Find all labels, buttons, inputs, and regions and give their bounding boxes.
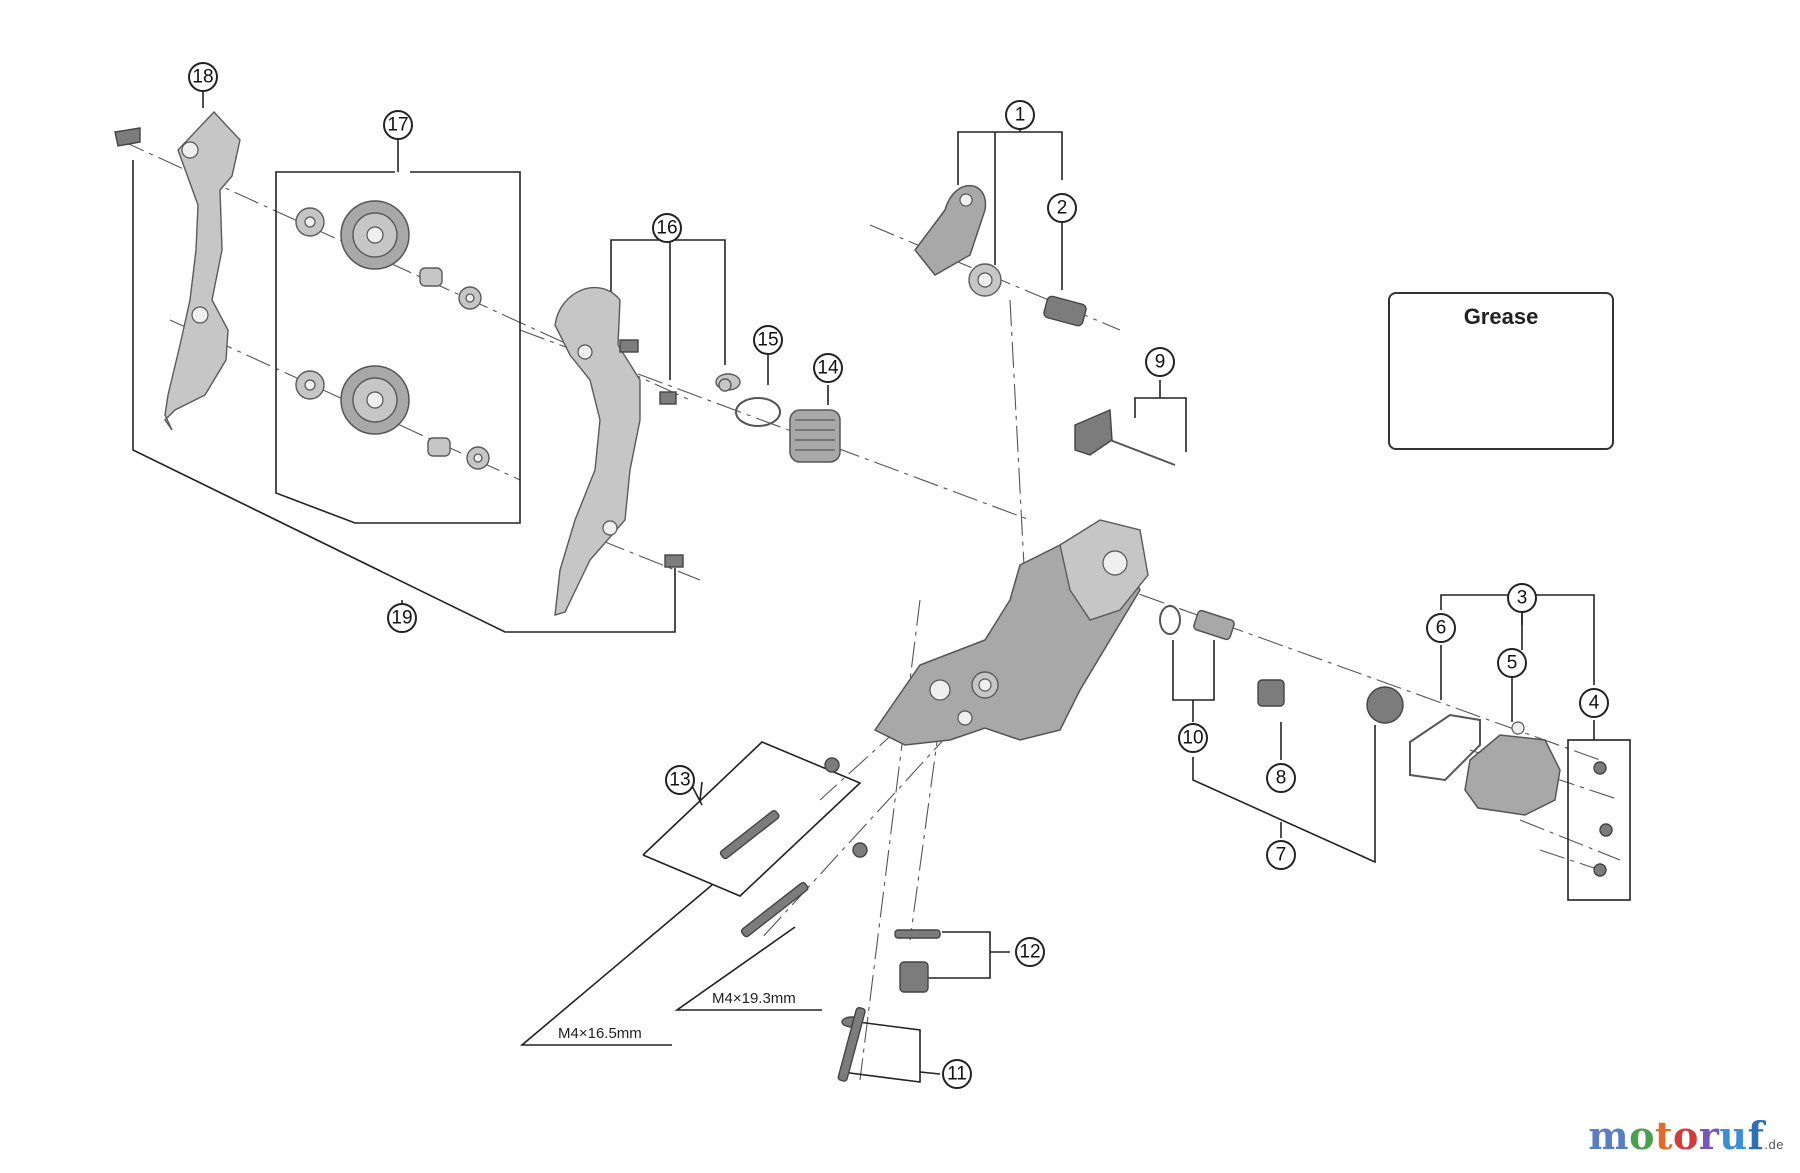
callout-16: 16 (652, 213, 682, 243)
svg-text:4: 4 (1589, 693, 1600, 714)
svg-text:5: 5 (1507, 653, 1518, 674)
pulley-wheels-part (295, 200, 490, 470)
callout-18: 18 (188, 62, 218, 92)
svg-text:19: 19 (391, 608, 412, 629)
callout-10: 10 (1178, 723, 1208, 753)
callout-9: 9 (1145, 347, 1175, 377)
callout-15: 15 (753, 325, 783, 355)
spring-parts (715, 373, 841, 463)
svg-text:18: 18 (192, 67, 213, 88)
svg-text:11: 11 (947, 1064, 967, 1085)
link-parts (914, 184, 1087, 327)
callout-19: 19 (387, 603, 417, 633)
dimension-label-b: M4×19.3mm (712, 990, 796, 1007)
svg-text:17: 17 (387, 115, 408, 136)
screw-parts (719, 757, 941, 1082)
grease-box: Grease (1388, 292, 1614, 450)
svg-text:16: 16 (656, 218, 677, 239)
callout-8: 8 (1266, 763, 1296, 793)
callout-2: 2 (1047, 193, 1077, 223)
svg-text:14: 14 (817, 358, 839, 379)
svg-text:6: 6 (1436, 618, 1447, 639)
svg-text:15: 15 (757, 330, 778, 351)
axle-parts (1159, 605, 1404, 724)
outer-plate-part (114, 110, 241, 431)
svg-text:2: 2 (1057, 198, 1068, 219)
svg-text:10: 10 (1182, 728, 1203, 749)
callout-12: 12 (1015, 937, 1045, 967)
callout-11: 11 (942, 1059, 972, 1089)
derailleur-main-body (873, 519, 1149, 746)
callout-17: 17 (383, 110, 413, 140)
motor-unit-part (1409, 713, 1613, 877)
svg-text:12: 12 (1019, 942, 1040, 963)
svg-text:3: 3 (1517, 588, 1528, 609)
callout-5: 5 (1497, 648, 1527, 678)
callout-6: 6 (1426, 613, 1456, 643)
callout-13: 13 (665, 765, 695, 795)
svg-text:7: 7 (1276, 845, 1287, 866)
svg-text:9: 9 (1155, 352, 1166, 373)
dimension-label-a: M4×16.5mm (558, 1025, 642, 1042)
svg-text:13: 13 (669, 770, 690, 791)
grease-label: Grease (1463, 304, 1539, 329)
svg-text:8: 8 (1276, 768, 1287, 789)
callout-1: 1 (1005, 100, 1035, 130)
callout-7: 7 (1266, 840, 1296, 870)
inner-plate-part (554, 286, 684, 616)
callout-14: 14 (813, 353, 843, 383)
callout-3: 3 (1507, 583, 1537, 613)
assembly-axis-lines (119, 139, 1621, 1081)
svg-text:1: 1 (1015, 105, 1026, 126)
callout-4: 4 (1579, 688, 1609, 718)
cable-fixing-part (1074, 408, 1176, 466)
watermark-logo: motoruf.de (1588, 1113, 1784, 1158)
